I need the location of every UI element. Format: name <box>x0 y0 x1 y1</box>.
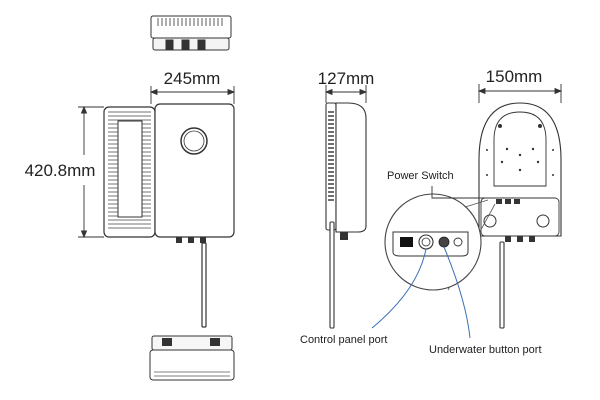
front-connectors <box>176 237 206 243</box>
bottom-view <box>149 335 235 381</box>
back-mount-holes <box>486 124 554 176</box>
width-label: 245mm <box>164 69 221 88</box>
back-view <box>478 102 562 329</box>
top-view-fins <box>157 18 223 26</box>
back-width-label: 150mm <box>486 67 543 86</box>
control-port-leader <box>371 248 427 329</box>
depth-dimension <box>324 85 368 103</box>
back-ports <box>496 199 520 204</box>
height-label: 420.8mm <box>25 161 96 180</box>
detail-control-port <box>418 234 434 250</box>
front-view <box>103 103 235 328</box>
side-cable <box>329 221 335 329</box>
power-switch-leader <box>431 186 489 199</box>
detail-callout <box>384 193 496 291</box>
detail-switch <box>400 237 413 247</box>
underwater-button-port-label: Underwater button port <box>429 344 542 356</box>
back-cable <box>499 241 505 329</box>
front-knob <box>180 127 208 155</box>
top-view <box>150 15 232 51</box>
back-width-dimension <box>477 84 563 103</box>
detail-button-port <box>438 236 450 248</box>
bottom-view-connectors <box>162 338 220 346</box>
depth-label: 127mm <box>318 69 375 88</box>
control-panel-port-label: Control panel port <box>300 334 387 346</box>
button-port-leader <box>443 246 471 339</box>
power-switch-label: Power Switch <box>387 170 454 182</box>
height-dimension <box>78 105 104 239</box>
width-dimension <box>149 86 236 104</box>
front-cable <box>201 242 207 328</box>
side-fins <box>328 111 334 201</box>
side-view <box>325 102 367 329</box>
top-view-connectors <box>165 39 206 50</box>
back-connectors <box>505 236 535 242</box>
